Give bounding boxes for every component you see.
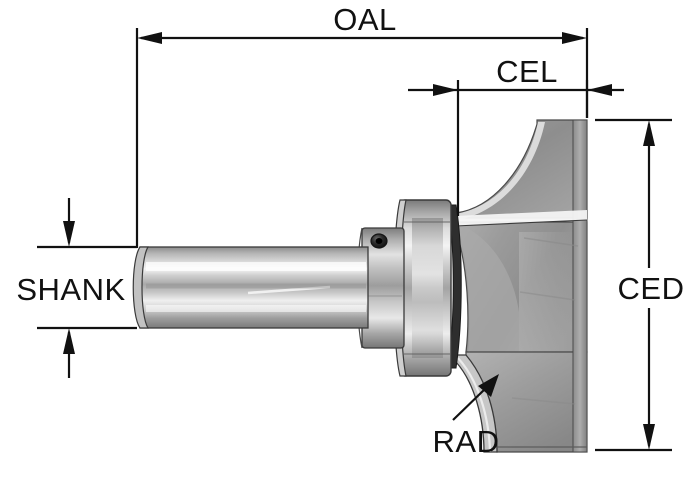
shank-arrow-top-icon [63,221,75,247]
oal-arrow-right-icon [562,32,587,44]
ced-label: CED [618,271,685,306]
cutter-streak-3 [511,397,576,405]
bearing-inner-race [412,218,443,358]
shank-arrow-bottom-icon [63,328,75,354]
dimension-rad: RAD [433,374,500,459]
cutter-streak-1 [523,237,579,247]
set-screw-hex-socket [375,238,383,244]
cutter-right-facet [519,232,587,352]
ced-arrow-bottom-icon [643,424,655,450]
shank-cylinder [132,246,369,329]
rad-label: RAD [433,424,500,459]
cutter-body [454,119,588,453]
cutter-upper-highlight [456,122,545,220]
dimension-ced: CED [595,118,685,452]
dimension-oal: OAL [135,2,589,248]
cutter-streak-2 [519,291,576,301]
cutter-separation-band [455,210,587,226]
cutter-separation-line [454,219,588,227]
oal-label: OAL [333,2,397,37]
ced-arrow-top-icon [643,120,655,146]
shank-label: SHANK [16,272,125,307]
shank-left-end [132,246,150,329]
cutter-inner-cove-shade [459,224,519,352]
rad-arrow-icon [478,374,499,397]
shank-scratch [247,285,331,295]
cel-label: CEL [496,54,558,89]
rad-leader-line [452,387,487,421]
shank-highlight-upper [146,262,366,271]
collar-assembly [356,227,405,349]
cel-arrow-left-icon [433,84,458,96]
cel-arrow-right-icon [587,84,612,96]
shank-highlight-lower [146,305,366,312]
oal-arrow-left-icon [137,32,162,44]
radius-edge-highlight [457,357,492,453]
cutter-outer-rim [572,119,588,453]
dimension-cel: CEL [408,54,624,216]
dimension-shank: SHANK [16,198,137,378]
bearing-backing-washer [447,204,462,369]
